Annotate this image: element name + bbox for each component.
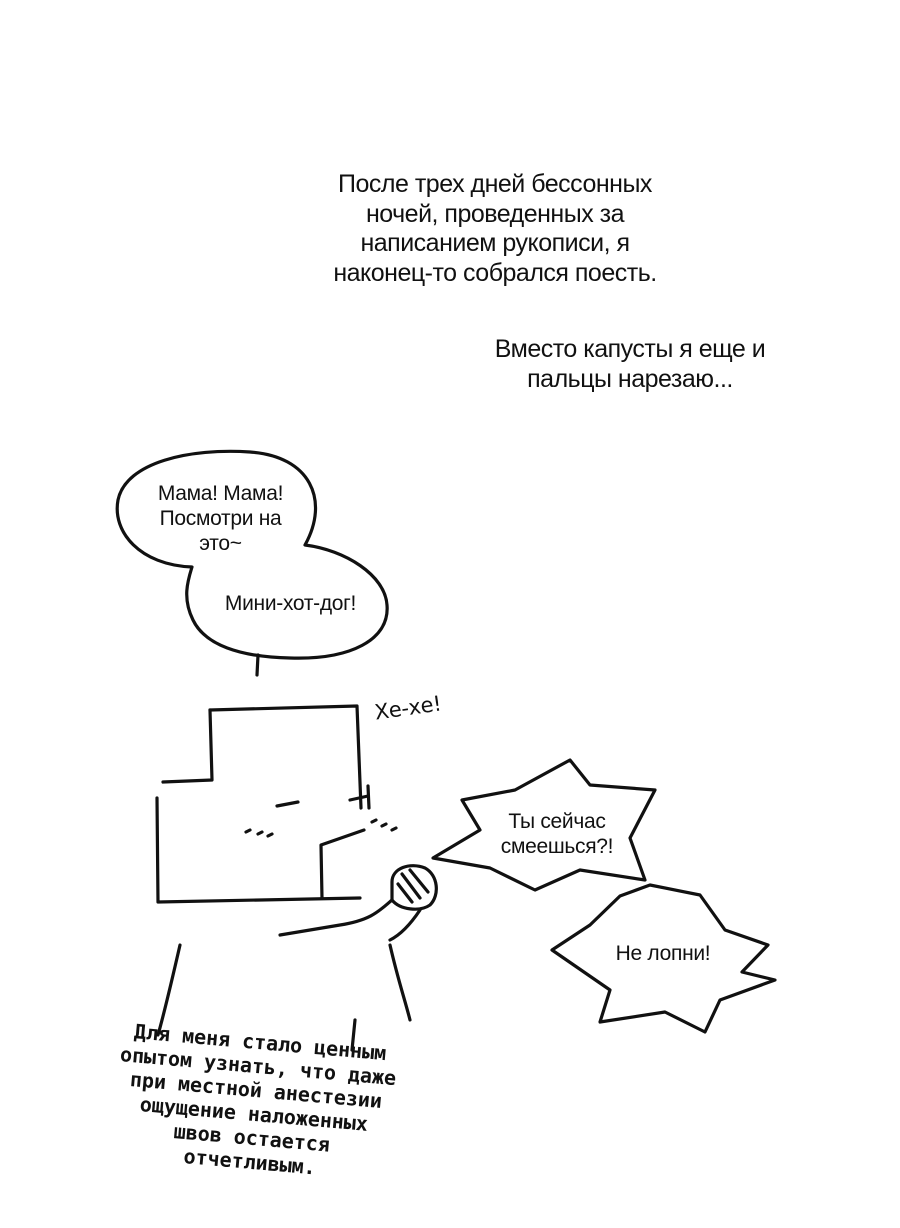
character-head xyxy=(208,704,363,810)
speech-bubble-child xyxy=(115,449,389,660)
character-body xyxy=(156,943,182,1037)
speech-bubble-tail xyxy=(255,653,260,677)
narration-top: После трех дней бессонных ночей, проведе… xyxy=(333,170,657,287)
spiky-speech-second: Не лопни! xyxy=(615,942,711,965)
caption-bottom: Для меня стало ценным опытом узнать, что… xyxy=(119,1019,398,1180)
child-speech-second: Мини-хот-дог! xyxy=(224,592,357,615)
bandaged-finger xyxy=(390,864,438,911)
child-speech-first: Мама! Мама! Посмотри на это~ xyxy=(157,482,284,555)
spiky-bubble-first xyxy=(431,758,657,892)
narration-middle: Вместо капусты я еще и пальцы нарезаю... xyxy=(494,335,766,393)
spiky-speech-first: Ты сейчас смеешься?! xyxy=(500,810,614,858)
eye-marks xyxy=(275,800,300,808)
spiky-bubble-second xyxy=(550,883,777,1034)
